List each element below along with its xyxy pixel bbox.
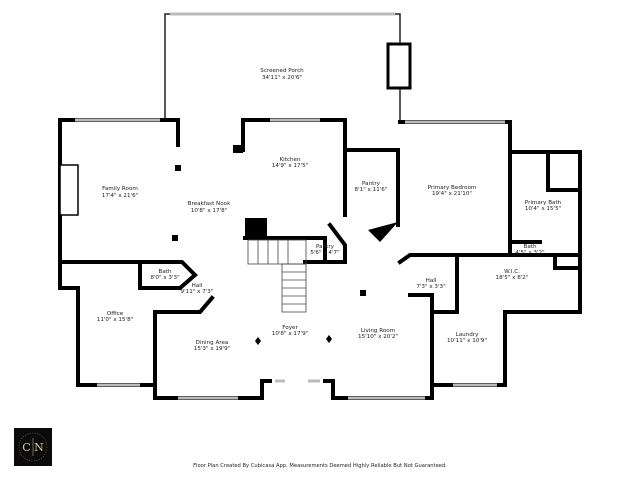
svg-text:11'0" x 15'8": 11'0" x 15'8" <box>97 317 134 323</box>
room-wic: W.I.C.18'5" x 8'2" <box>496 269 529 281</box>
svg-text:15'10" x 20'2": 15'10" x 20'2" <box>358 334 398 340</box>
staircase <box>247 239 307 313</box>
svg-text:18'5" x 8'2": 18'5" x 8'2" <box>496 275 529 281</box>
windows <box>75 118 505 400</box>
columns <box>172 165 366 345</box>
svg-text:Bath: Bath <box>158 269 171 275</box>
fireplace-icon <box>386 42 412 90</box>
cn-logo: C N <box>14 428 52 466</box>
svg-text:8'0" x 3'3": 8'0" x 3'3" <box>150 275 180 281</box>
svg-text:5'6" x 4'7": 5'6" x 4'7" <box>310 250 340 256</box>
svg-text:Living Room: Living Room <box>361 328 395 334</box>
svg-text:10'11" x 10'9": 10'11" x 10'9" <box>447 338 487 344</box>
disclaimer-footer: Floor Plan Created By Cubicasa App. Meas… <box>193 463 447 469</box>
svg-text:Pantry: Pantry <box>362 181 381 187</box>
svg-text:10'8" x 17'8": 10'8" x 17'8" <box>191 208 228 214</box>
svg-text:10'8" x 17'9": 10'8" x 17'9" <box>272 331 309 337</box>
svg-text:Foyer: Foyer <box>282 325 298 331</box>
svg-text:Family Room: Family Room <box>102 186 138 192</box>
svg-text:19'4" x 21'10": 19'4" x 21'10" <box>432 191 472 197</box>
svg-text:Hall: Hall <box>192 283 203 289</box>
svg-text:C N: C N <box>22 441 44 454</box>
svg-text:Kitchen: Kitchen <box>279 157 300 163</box>
svg-text:W.I.C.: W.I.C. <box>504 269 520 275</box>
svg-text:Breakfast Nook: Breakfast Nook <box>188 201 231 207</box>
svg-text:Dining Area: Dining Area <box>196 340 229 346</box>
svg-text:34'11" x 20'6": 34'11" x 20'6" <box>262 75 302 81</box>
walls <box>58 118 582 400</box>
svg-text:Primary Bedroom: Primary Bedroom <box>428 185 477 191</box>
svg-text:Pantry: Pantry <box>316 244 335 250</box>
svg-text:10'4" x 15'5": 10'4" x 15'5" <box>525 206 562 212</box>
svg-text:7'3" x 3'3": 7'3" x 3'3" <box>416 284 446 290</box>
svg-text:Screened Porch: Screened Porch <box>260 68 304 74</box>
svg-text:14'9" x 17'5": 14'9" x 17'5" <box>272 163 309 169</box>
svg-text:15'3" x 19'9": 15'3" x 19'9" <box>194 346 231 352</box>
svg-text:Laundry: Laundry <box>456 332 479 338</box>
screened-porch-outline <box>164 12 412 120</box>
svg-text:4'5" x 3'2": 4'5" x 3'2" <box>515 250 545 256</box>
svg-text:8'1" x 11'6": 8'1" x 11'6" <box>355 187 388 193</box>
fireplace-icon <box>59 164 79 216</box>
svg-text:17'4" x 21'6": 17'4" x 21'6" <box>102 193 139 199</box>
svg-text:9'11" x 7'3": 9'11" x 7'3" <box>181 289 214 295</box>
svg-text:Primary Bath: Primary Bath <box>525 200 562 206</box>
svg-text:Bath: Bath <box>523 244 536 250</box>
svg-text:Hall: Hall <box>426 278 437 284</box>
svg-text:Office: Office <box>107 311 124 317</box>
